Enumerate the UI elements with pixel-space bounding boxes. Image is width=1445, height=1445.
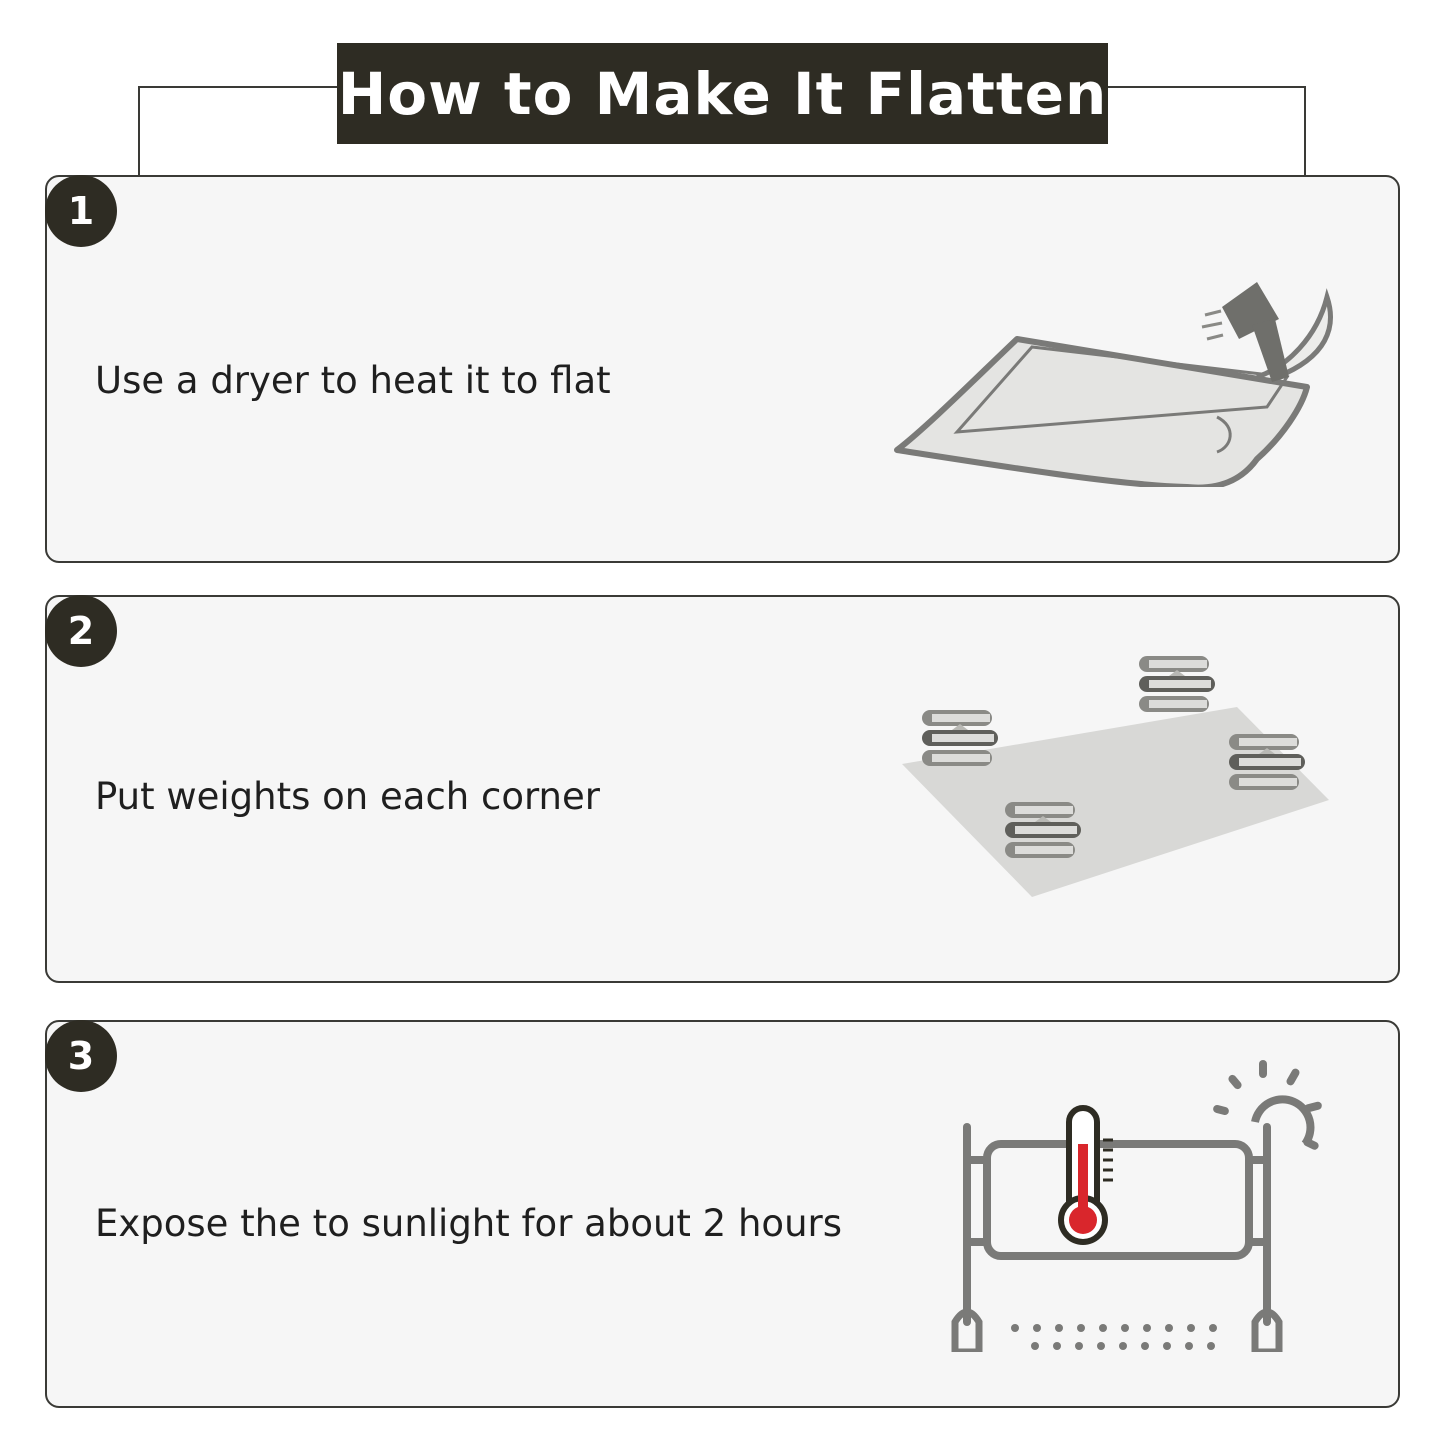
step-card-1: 1 Use a dryer to heat it to flat xyxy=(45,175,1400,563)
step-text: Put weights on each corner xyxy=(95,775,600,818)
step-text: Use a dryer to heat it to flat xyxy=(95,359,611,402)
page-title: How to Make It Flatten xyxy=(337,59,1108,128)
hair-dryer-curled-mat-icon xyxy=(894,282,1333,487)
step-number-badge: 1 xyxy=(45,175,117,247)
mat-on-rack-in-sun-icon xyxy=(951,1060,1322,1352)
step-number-badge: 3 xyxy=(45,1020,117,1092)
step-text: Expose the to sunlight for about 2 hours xyxy=(95,1202,843,1245)
title-banner: How to Make It Flatten xyxy=(337,43,1108,144)
thermometer-icon xyxy=(1058,1105,1113,1245)
step-card-2: 2 Put weights on each corner xyxy=(45,595,1400,983)
sun-icon xyxy=(1213,1060,1322,1150)
step-card-3: 3 Expose the to sunlight for about 2 hou… xyxy=(45,1020,1400,1408)
book-stacks-on-mat-icon xyxy=(902,656,1329,897)
step-number-badge: 2 xyxy=(45,595,117,667)
